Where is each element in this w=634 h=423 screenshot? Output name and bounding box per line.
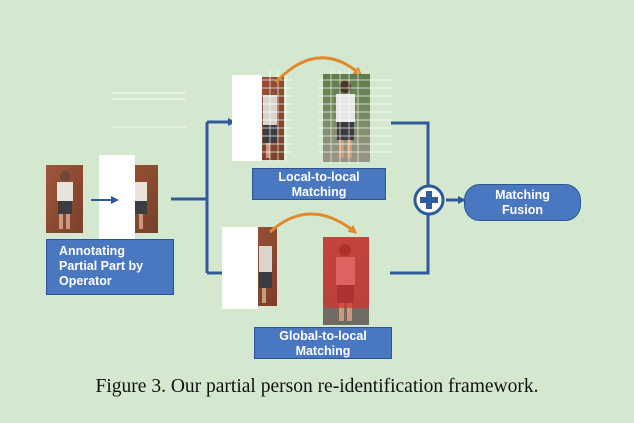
local-gallery-image [318, 70, 392, 164]
annotated-partial-image [99, 155, 158, 241]
local-probe-image [232, 70, 292, 162]
matched-region-highlight [323, 237, 369, 308]
annotating-label: Annotating Partial Part by Operator [46, 239, 174, 295]
global-to-local-line2: Matching [295, 344, 351, 358]
local-to-local-line1: Local-to-local [278, 170, 360, 184]
figure-caption: Figure 3. Our partial person re-identifi… [95, 376, 539, 397]
annotating-label-line2: Partial Part by [59, 259, 144, 273]
local-to-local-label: Local-to-local Matching [252, 168, 386, 200]
global-match-curve [268, 212, 358, 234]
global-to-local-label: Global-to-local Matching [254, 327, 392, 359]
input-person-image [46, 165, 83, 233]
matching-fusion-line2: Fusion [502, 203, 543, 217]
decorative-strokes [112, 92, 186, 128]
annotating-label-line3: Operator [59, 274, 112, 288]
matching-fusion-line1: Matching [495, 188, 550, 202]
global-gallery-image [323, 237, 369, 325]
global-probe-image [222, 227, 277, 309]
annotating-label-line1: Annotating [59, 244, 125, 258]
global-to-local-line1: Global-to-local [279, 329, 367, 343]
matching-fusion-label: Matching Fusion [464, 184, 581, 221]
local-match-curve [274, 56, 363, 84]
local-to-local-line2: Matching [291, 185, 347, 199]
plus-circle-icon [413, 184, 445, 216]
